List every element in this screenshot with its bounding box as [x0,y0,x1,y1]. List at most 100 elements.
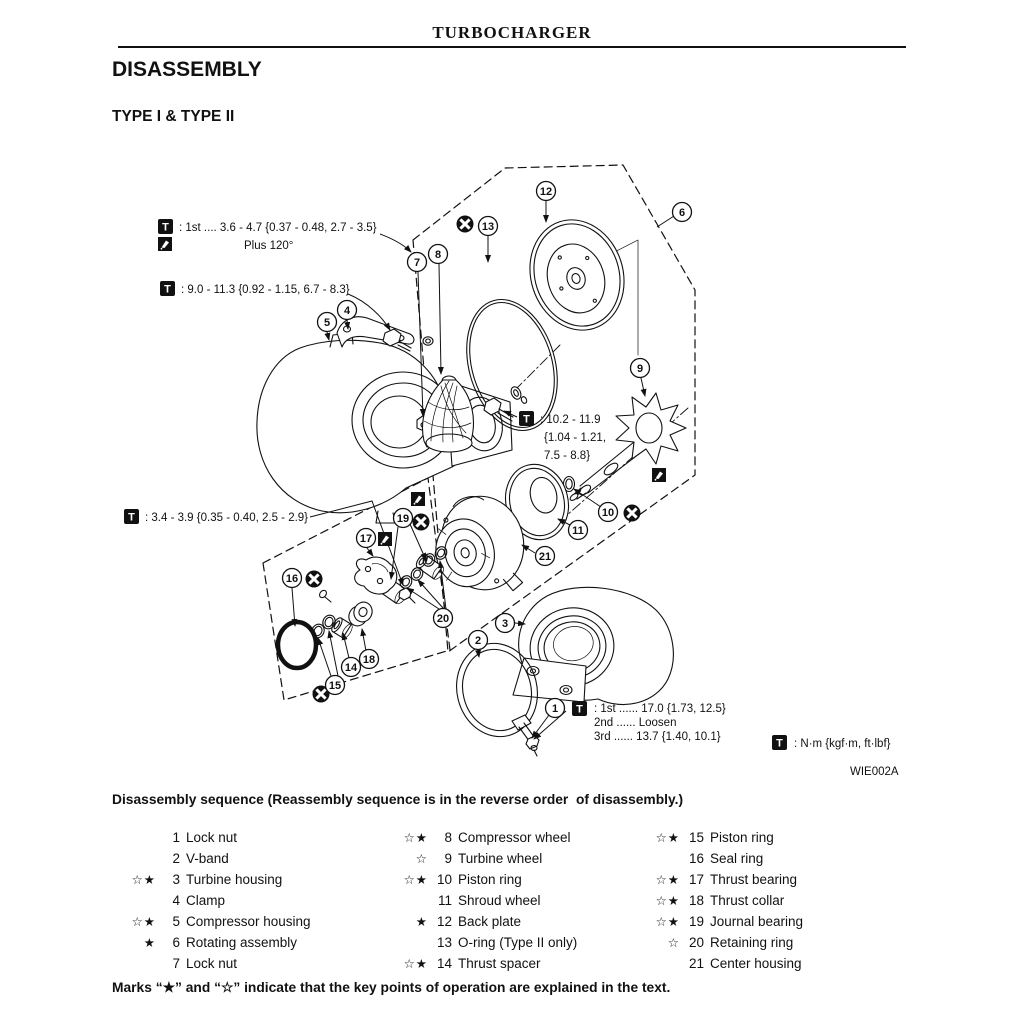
leader-lines [291,201,675,740]
svg-text:1: 1 [552,703,558,715]
part-number: 5 [172,914,180,929]
parts-list-item: 1 Lock nut [126,827,311,848]
part-name: V-band [186,851,229,866]
callout-11: 11 [567,519,589,541]
torque-spec2: : 9.0 - 11.3 {0.92 - 1.15, 6.7 - 8.3} [181,284,350,296]
compressor-wheel-part [421,375,474,453]
part-number: 8 [444,830,452,845]
callout-10: 10 [597,501,619,523]
torque-spec4-line1: : 10.2 - 11.9 [540,414,601,426]
callout-7: 7 [406,251,428,273]
callout-13: 13 [477,215,499,237]
svg-text:T: T [162,222,169,234]
callout-2: 2 [467,629,489,651]
callout-21: 21 [534,545,556,567]
callout-14: 14 [340,656,362,678]
part-name: Retaining ring [710,935,794,950]
callout-8: 8 [427,243,449,265]
svg-text:2: 2 [475,635,481,647]
part-number: 13 [436,935,452,950]
part-name: O-ring (Type II only) [458,935,578,950]
part-name: Piston ring [710,830,774,845]
torque-spec1-line1: : 1st .... 3.6 - 4.7 {0.37 - 0.48, 2.7 -… [179,222,377,234]
svg-text:9: 9 [637,363,643,375]
callout-18: 18 [358,648,380,670]
part-number: 14 [436,956,452,971]
parts-list-item: 13 O-ring (Type II only) [398,932,577,953]
part-name: Center housing [710,956,802,971]
svg-text:17: 17 [360,533,372,545]
part-marks: ☆★ [655,894,680,908]
part-name: Seal ring [710,851,764,866]
part-marks: ☆★ [655,915,680,929]
svg-text:13: 13 [482,221,494,233]
svg-text:20: 20 [437,613,449,625]
callout-9: 9 [629,357,651,379]
part-name: Back plate [458,914,522,929]
svg-text:10: 10 [602,507,614,519]
svg-text:8: 8 [435,249,441,261]
torque-spec5-line3: 3rd ...... 13.7 {1.40, 10.1} [594,731,721,743]
figure-code: WIE002A [850,766,899,778]
part-marks: ☆★ [403,873,428,887]
part-number: 15 [688,830,704,845]
svg-text:18: 18 [363,654,375,666]
center-housing-bolt-part [483,386,528,422]
part-number: 9 [444,851,452,866]
part-marks: ☆★ [403,957,428,971]
part-number: 11 [437,893,452,908]
part-number: 7 [172,956,180,971]
turbine-wheel-part [569,392,687,501]
sealant-icon [411,492,425,506]
callout-20: 20 [432,607,454,629]
non-reusable-icon [412,513,430,531]
part-marks: ★ [143,936,156,950]
part-name: Thrust collar [710,893,785,908]
parts-list-item: 21 Center housing [650,953,803,974]
marks-legend-note: Marks “★” and “☆” indicate that the key … [112,980,671,995]
svg-text:11: 11 [572,525,584,537]
part-name: Compressor wheel [458,830,571,845]
sealant-icon [378,532,392,546]
part-name: Clamp [186,893,226,908]
svg-text:5: 5 [324,317,330,329]
part-marks: ☆★ [131,873,156,887]
part-number: 16 [688,851,704,866]
thrust-bearing-part [354,556,398,595]
sealant-icon [158,237,172,251]
callout-16: 16 [281,567,303,589]
torque-icon: T [158,219,173,234]
non-reusable-icon [623,504,641,522]
svg-text:15: 15 [329,680,341,692]
part-number: 21 [688,956,704,971]
svg-text:T: T [523,414,530,426]
o-ring-part [466,298,558,432]
callout-1: 1 [544,697,566,719]
non-reusable-icon [312,685,330,703]
center-housing-part [435,495,525,592]
callout-17: 17 [355,527,377,549]
torque-spec1-line2: Plus 120° [244,240,293,252]
svg-text:4: 4 [344,305,351,317]
part-number: 1 [172,830,180,845]
svg-text:T: T [776,738,783,750]
part-name: Compressor housing [186,914,311,929]
torque-spec5-line2: 2nd ...... Loosen [594,717,676,729]
svg-text:21: 21 [539,551,551,563]
part-name: Lock nut [186,830,238,845]
torque-icon: T [772,735,787,750]
subsection-title: TYPE I & TYPE II [112,108,235,125]
exploded-view-diagram: T : 1st .... 3.6 - 4.7 {0.37 - 0.48, 2.7… [124,164,891,757]
part-marks: ☆ [667,936,680,950]
thrust-collar-part [348,601,373,627]
non-reusable-icon [456,215,474,233]
header-rule [118,46,906,48]
part-number: 12 [436,914,452,929]
